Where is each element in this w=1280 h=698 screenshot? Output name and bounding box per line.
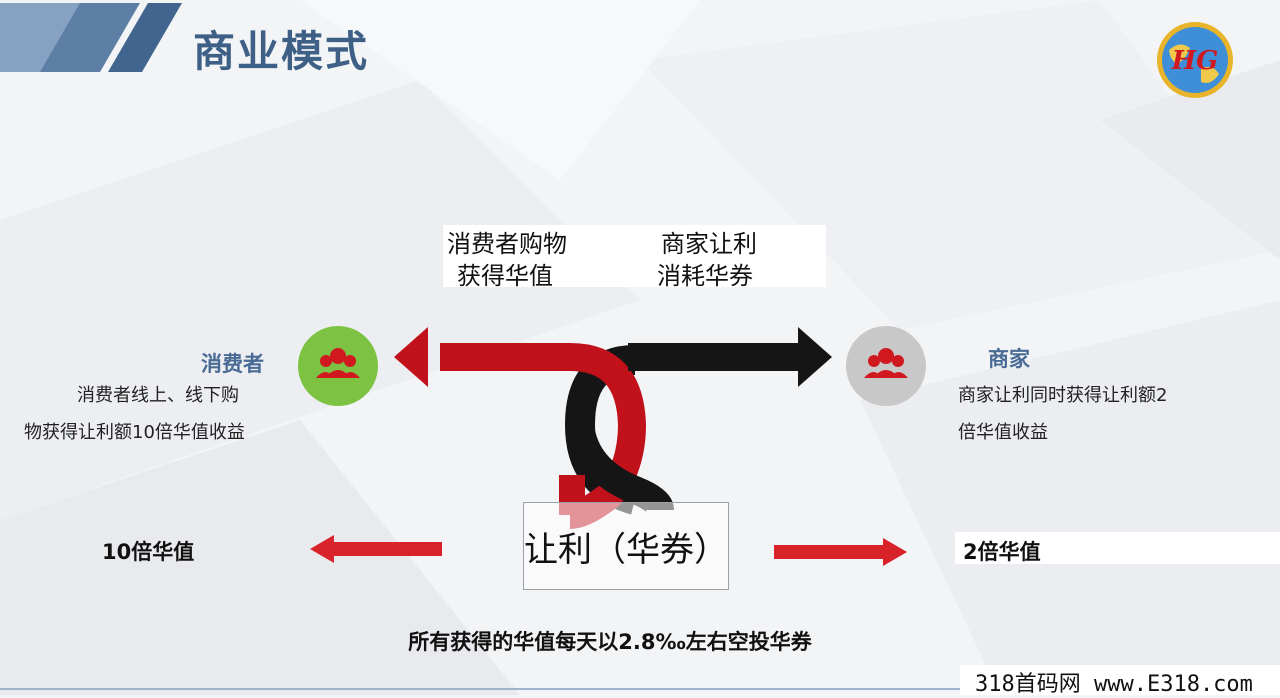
watermark-text: 318首码网 www.E318.com [975,672,1253,697]
consumer-action-line1: 消费者购物 [447,230,567,258]
small-arrow-left-icon [310,535,442,563]
merchant-multiplier-bg [955,532,1280,564]
people-icon [316,348,360,378]
watermark-bg [960,665,1280,695]
merchant-multiplier: 2倍华值 [963,540,1041,564]
merchant-action-line2: 消耗华券 [657,262,753,290]
merchant-title: 商家 [988,347,1030,371]
consumer-multiplier: 10倍华值 [102,540,195,564]
consumer-title: 消费者 [201,352,264,376]
hg-logo: HG [1157,22,1233,98]
small-arrow-right-icon [774,538,907,566]
bottom-divider [0,688,960,690]
consumer-action-line2: 获得华值 [457,262,553,290]
merchant-desc-line2: 倍华值收益 [958,422,1048,443]
center-label-box: 让利（华券） [523,502,729,590]
flow-caption-box [443,225,826,287]
red-flow-line [440,343,647,529]
footer-note: 所有获得的华值每天以2.8‰左右空投华券 [408,630,812,654]
consumer-desc-line2: 物获得让利额10倍华值收益 [24,422,245,443]
logo-text: HG [1171,46,1219,76]
merchant-circle [846,326,926,406]
merchant-action-line1: 商家让利 [661,230,757,258]
consumer-desc-line1: 消费者线上、线下购 [77,385,239,406]
arrow-left-icon [394,327,428,387]
banner-stripe-2 [108,3,182,72]
consumer-circle [298,326,378,406]
page-title: 商业模式 [193,27,370,76]
people-icon [864,348,908,378]
arrow-right-icon [798,327,832,387]
merchant-desc-line1: 商家让利同时获得让利额2 [958,385,1168,406]
flow-arrows-diagram [394,327,832,529]
